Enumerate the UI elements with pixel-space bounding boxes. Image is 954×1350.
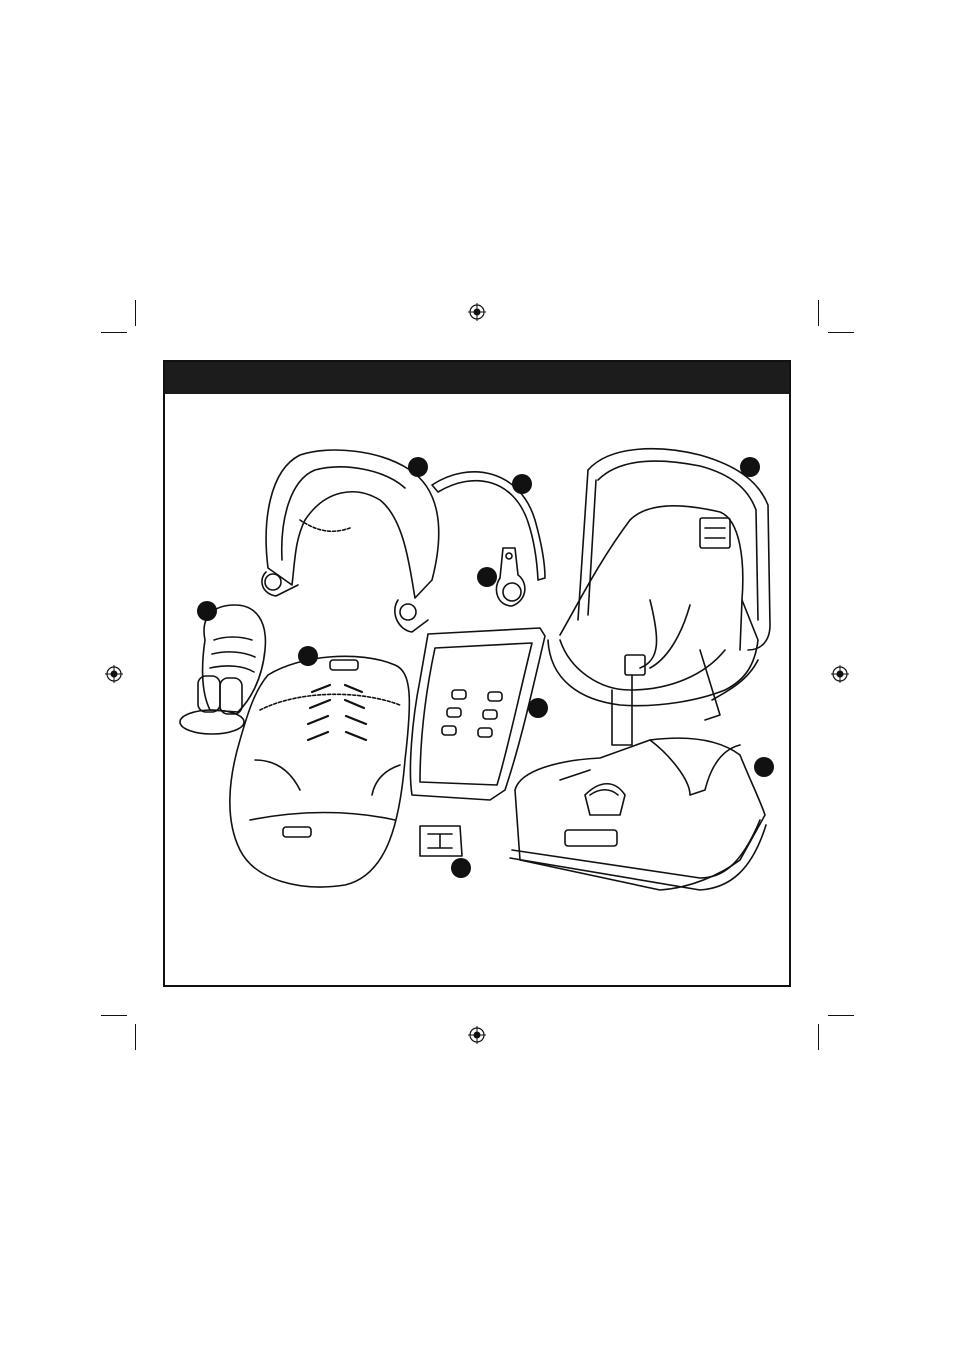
callout-dot-icon bbox=[512, 474, 532, 494]
callout-dot-icon bbox=[451, 858, 471, 878]
callout-dot-icon bbox=[740, 457, 760, 477]
base-illustration bbox=[510, 738, 766, 890]
seat-pad-illustration bbox=[230, 656, 410, 887]
canopy-illustration bbox=[262, 450, 439, 632]
callout-dot-icon bbox=[528, 698, 548, 718]
canopy-hub-illustration bbox=[496, 548, 524, 606]
callout-dot-icon bbox=[197, 601, 217, 621]
infant-carrier-illustration bbox=[548, 449, 770, 745]
callout-dot-icon bbox=[754, 757, 774, 777]
callout-dot-icon bbox=[477, 567, 497, 587]
chest-clip-illustration bbox=[420, 826, 462, 856]
callout-dot-icon bbox=[298, 646, 318, 666]
seat-insert-illustration bbox=[410, 628, 545, 800]
head-support-illustration bbox=[180, 605, 265, 734]
callout-dot-icon bbox=[408, 457, 428, 477]
